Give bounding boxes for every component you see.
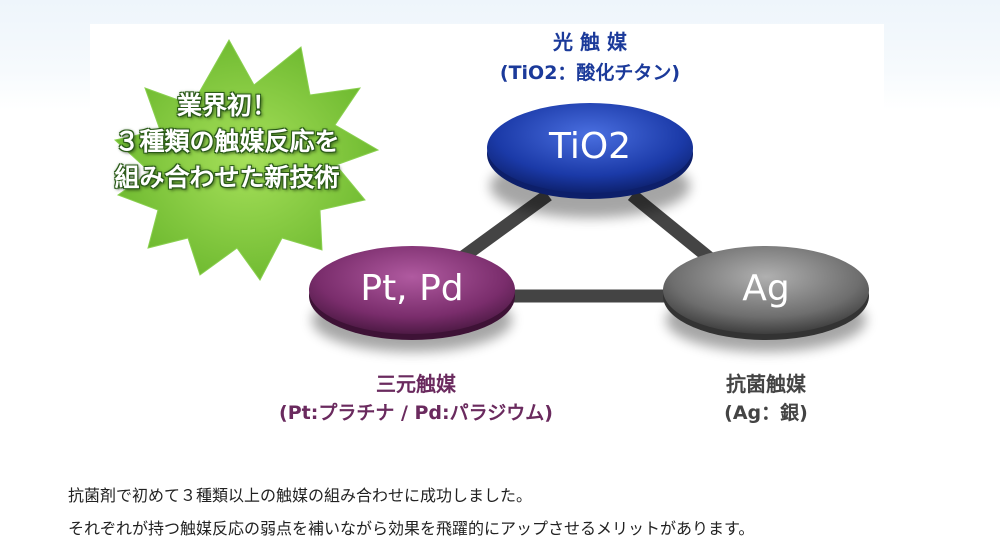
label-ptpd-subtitle: (Pt:プラチナ / Pd:パラジウム) bbox=[279, 402, 553, 424]
node-tio2-shape bbox=[487, 103, 693, 218]
badge-line-3: 組み合わせた新技術 bbox=[114, 163, 340, 192]
node-ag-shape bbox=[663, 246, 869, 352]
badge-text: 業界初！ ３種類の触媒反応を 組み合わせた新技術 bbox=[62, 88, 392, 196]
node-ptpd-shape bbox=[309, 246, 515, 352]
label-ag-subtitle: (Ag：銀) bbox=[724, 402, 808, 424]
description-line-2: それぞれが持つ触媒反応の弱点を補いながら効果を飛躍的にアップさせるメリットがあり… bbox=[68, 519, 755, 538]
badge-line-1: 業界初！ bbox=[176, 91, 277, 120]
node-tio2-text: TiO2 bbox=[548, 126, 632, 167]
catalyst-diagram bbox=[113, 38, 869, 352]
label-tio2-title: 光 触 媒 bbox=[553, 30, 627, 54]
label-ag-title: 抗菌触媒 bbox=[726, 372, 806, 396]
badge-line-2: ３種類の触媒反応を bbox=[114, 127, 340, 156]
label-tio2-subtitle: (TiO2：酸化チタン) bbox=[499, 62, 681, 84]
description-line-1: 抗菌剤で初めて３種類以上の触媒の組み合わせに成功しました。 bbox=[68, 486, 533, 505]
node-ptpd-text: Pt, Pd bbox=[360, 268, 464, 309]
label-ptpd-title: 三元触媒 bbox=[376, 372, 456, 396]
node-ag-text: Ag bbox=[742, 268, 790, 309]
starburst-shape bbox=[113, 38, 380, 281]
starburst-badge bbox=[113, 38, 380, 281]
